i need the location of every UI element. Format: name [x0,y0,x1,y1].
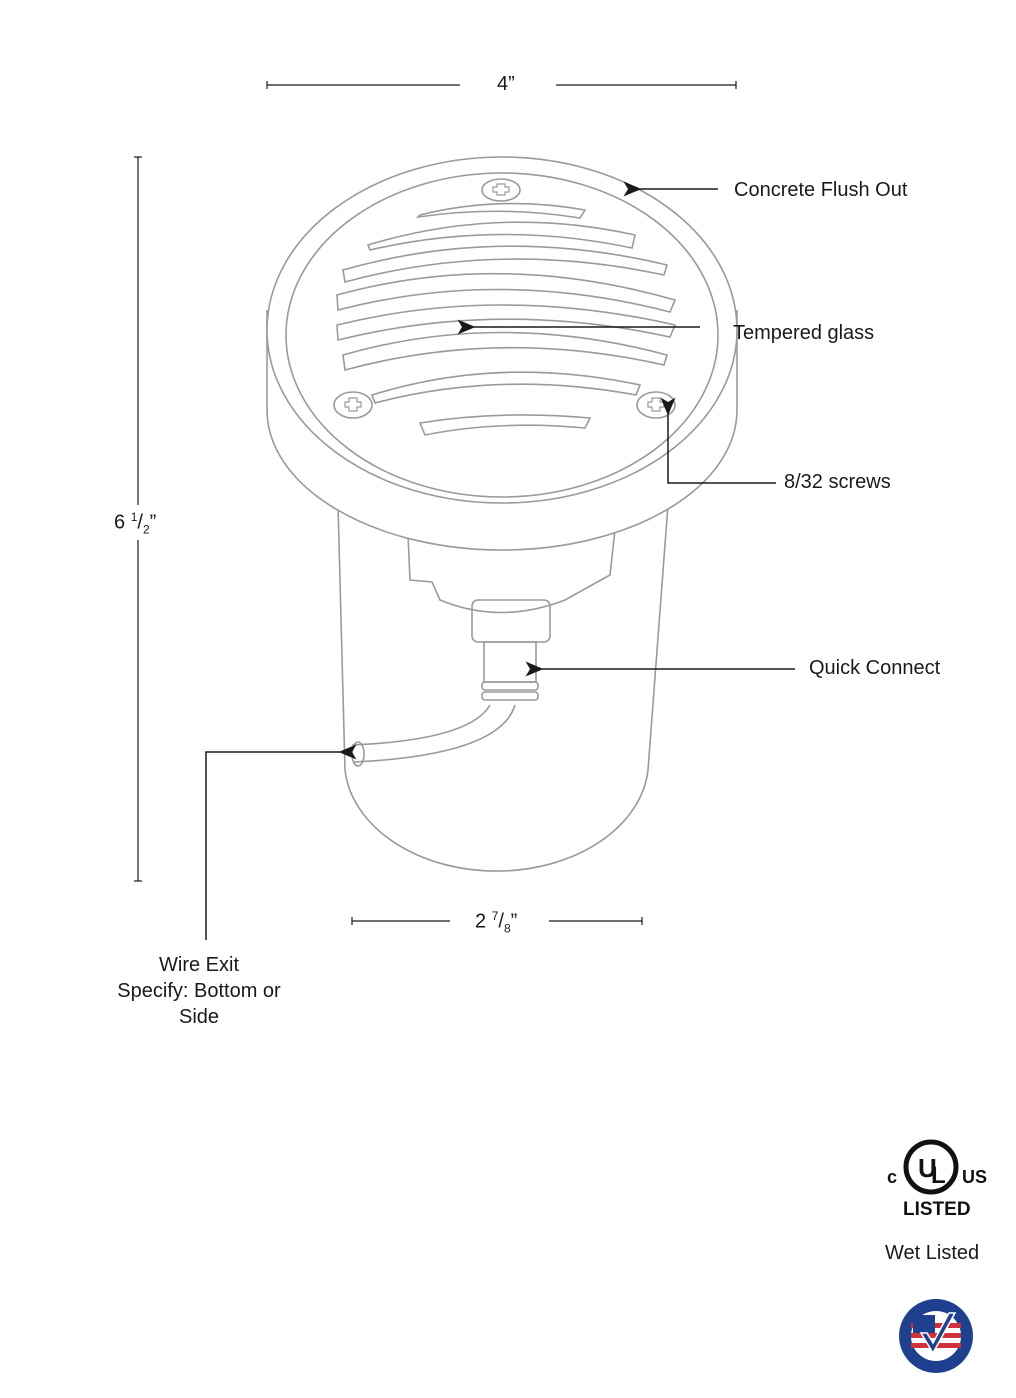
dim-num: 7 [491,909,499,923]
dim-width-bottom: 2 7/8” [475,909,518,936]
wire [351,704,516,763]
leader-wire-exit [205,744,357,940]
wire-exit-line: Specify: Bottom or [117,980,281,1002]
made-in-usa-badge [899,1299,973,1373]
screw-left [333,391,373,419]
wet-listed-label: Wet Listed [885,1242,980,1264]
wire-exit-line: Side [178,1006,220,1028]
housing-body [337,504,669,872]
wire-exit-line: Wire Exit [159,954,239,976]
callout-flush-out: Concrete Flush Out [734,179,908,201]
flush-out-rim [266,156,738,504]
dim-whole: 6 [114,511,126,534]
dim-whole: 2 [475,910,487,933]
callout-quick-connect: Quick Connect [809,657,941,679]
callout-screws: 8/32 screws [784,471,891,493]
svg-text:c: c [887,1167,897,1187]
leader-screws [660,397,776,484]
screw-top [481,178,521,202]
dim-height: 6 1/2” [114,510,157,537]
callout-wire-exit: Wire Exit Specify: Bottom or Side [99,952,299,1030]
lamp-socket [407,529,616,614]
svg-text:L: L [931,1162,946,1189]
dim-unit: ” [149,511,157,534]
dim-unit: ” [510,910,518,933]
svg-text:U: U [918,1153,937,1183]
svg-text:LISTED: LISTED [903,1199,971,1220]
ul-listed-logo: U L c US LISTED [887,1139,987,1220]
callout-glass: Tempered glass [733,322,875,344]
dim-num: 1 [130,510,138,524]
svg-text:US: US [962,1167,987,1187]
dim-width-top: 4” [497,73,515,95]
dim-den: 8 [503,921,511,936]
dim-den: 2 [142,522,150,537]
